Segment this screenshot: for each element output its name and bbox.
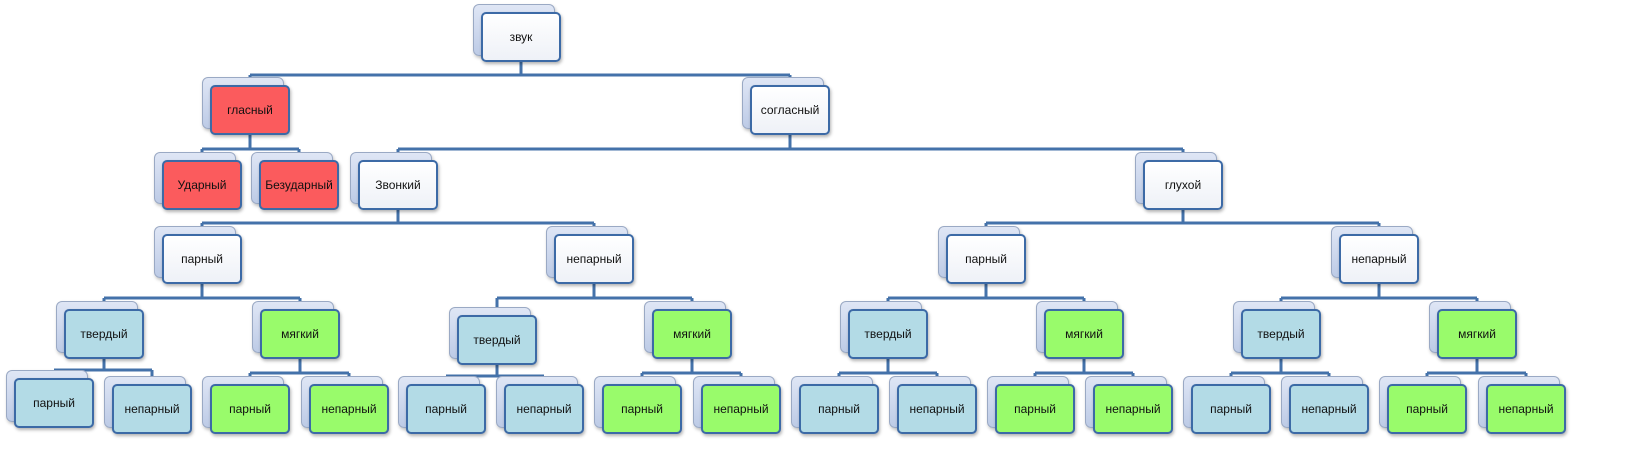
node-glasny: гласный (202, 77, 294, 137)
node-label: непарный (554, 234, 634, 284)
node-label: парный (1191, 384, 1271, 434)
node-glukhoy: глухой (1135, 152, 1227, 212)
node-label: твердый (848, 309, 928, 359)
node-soglasny: согласный (742, 77, 834, 137)
node-label: парный (162, 234, 242, 284)
node-m1n: непарный (301, 376, 393, 436)
node-label: непарный (897, 384, 977, 434)
node-m1: мягкий (252, 301, 344, 361)
node-label: непарный (1486, 384, 1566, 434)
node-t4: твердый (1233, 301, 1325, 361)
node-label: непарный (1289, 384, 1369, 434)
node-t1n: непарный (104, 376, 196, 436)
node-bezudarny: Безударный (251, 152, 343, 212)
node-m4n: непарный (1478, 376, 1570, 436)
node-m4p: парный (1379, 376, 1471, 436)
node-label: мягкий (652, 309, 732, 359)
node-m2: мягкий (644, 301, 736, 361)
node-label: парный (946, 234, 1026, 284)
node-zvuk: звук (473, 4, 565, 64)
node-gl_neparny: непарный (1331, 226, 1423, 286)
node-m1p: парный (202, 376, 294, 436)
node-t1: твердый (56, 301, 148, 361)
node-t2n: непарный (496, 376, 588, 436)
node-label: парный (1387, 384, 1467, 434)
node-label: непарный (1093, 384, 1173, 434)
node-t4n: непарный (1281, 376, 1373, 436)
node-zvonky: Звонкий (350, 152, 442, 212)
node-t2p: парный (398, 376, 490, 436)
node-t3p: парный (791, 376, 883, 436)
node-udarny: Ударный (154, 152, 246, 212)
node-t3n: непарный (889, 376, 981, 436)
node-label: парный (995, 384, 1075, 434)
node-label: Звонкий (358, 160, 438, 210)
node-zv_parny: парный (154, 226, 246, 286)
node-m3p: парный (987, 376, 1079, 436)
node-m3: мягкий (1036, 301, 1128, 361)
node-label: парный (14, 378, 94, 428)
node-m4: мягкий (1429, 301, 1521, 361)
node-label: непарный (309, 384, 389, 434)
node-t2: твердый (449, 307, 541, 367)
node-label: непарный (1339, 234, 1419, 284)
node-label: парный (406, 384, 486, 434)
node-label: парный (210, 384, 290, 434)
node-label: парный (799, 384, 879, 434)
node-label: твердый (457, 315, 537, 365)
node-label: звук (481, 12, 561, 62)
node-label: твердый (64, 309, 144, 359)
node-label: парный (602, 384, 682, 434)
node-label: гласный (210, 85, 290, 135)
node-zv_neparny: непарный (546, 226, 638, 286)
node-label: Ударный (162, 160, 242, 210)
node-gl_parny: парный (938, 226, 1030, 286)
node-label: глухой (1143, 160, 1223, 210)
node-m2n: непарный (693, 376, 785, 436)
node-t1p: парный (6, 370, 98, 430)
node-label: непарный (112, 384, 192, 434)
node-t3: твердый (840, 301, 932, 361)
node-t4p: парный (1183, 376, 1275, 436)
node-label: непарный (701, 384, 781, 434)
node-label: мягкий (260, 309, 340, 359)
node-m3n: непарный (1085, 376, 1177, 436)
node-label: мягкий (1437, 309, 1517, 359)
node-label: мягкий (1044, 309, 1124, 359)
node-label: твердый (1241, 309, 1321, 359)
node-label: непарный (504, 384, 584, 434)
node-label: согласный (750, 85, 830, 135)
node-m2p: парный (594, 376, 686, 436)
node-label: Безударный (259, 160, 339, 210)
